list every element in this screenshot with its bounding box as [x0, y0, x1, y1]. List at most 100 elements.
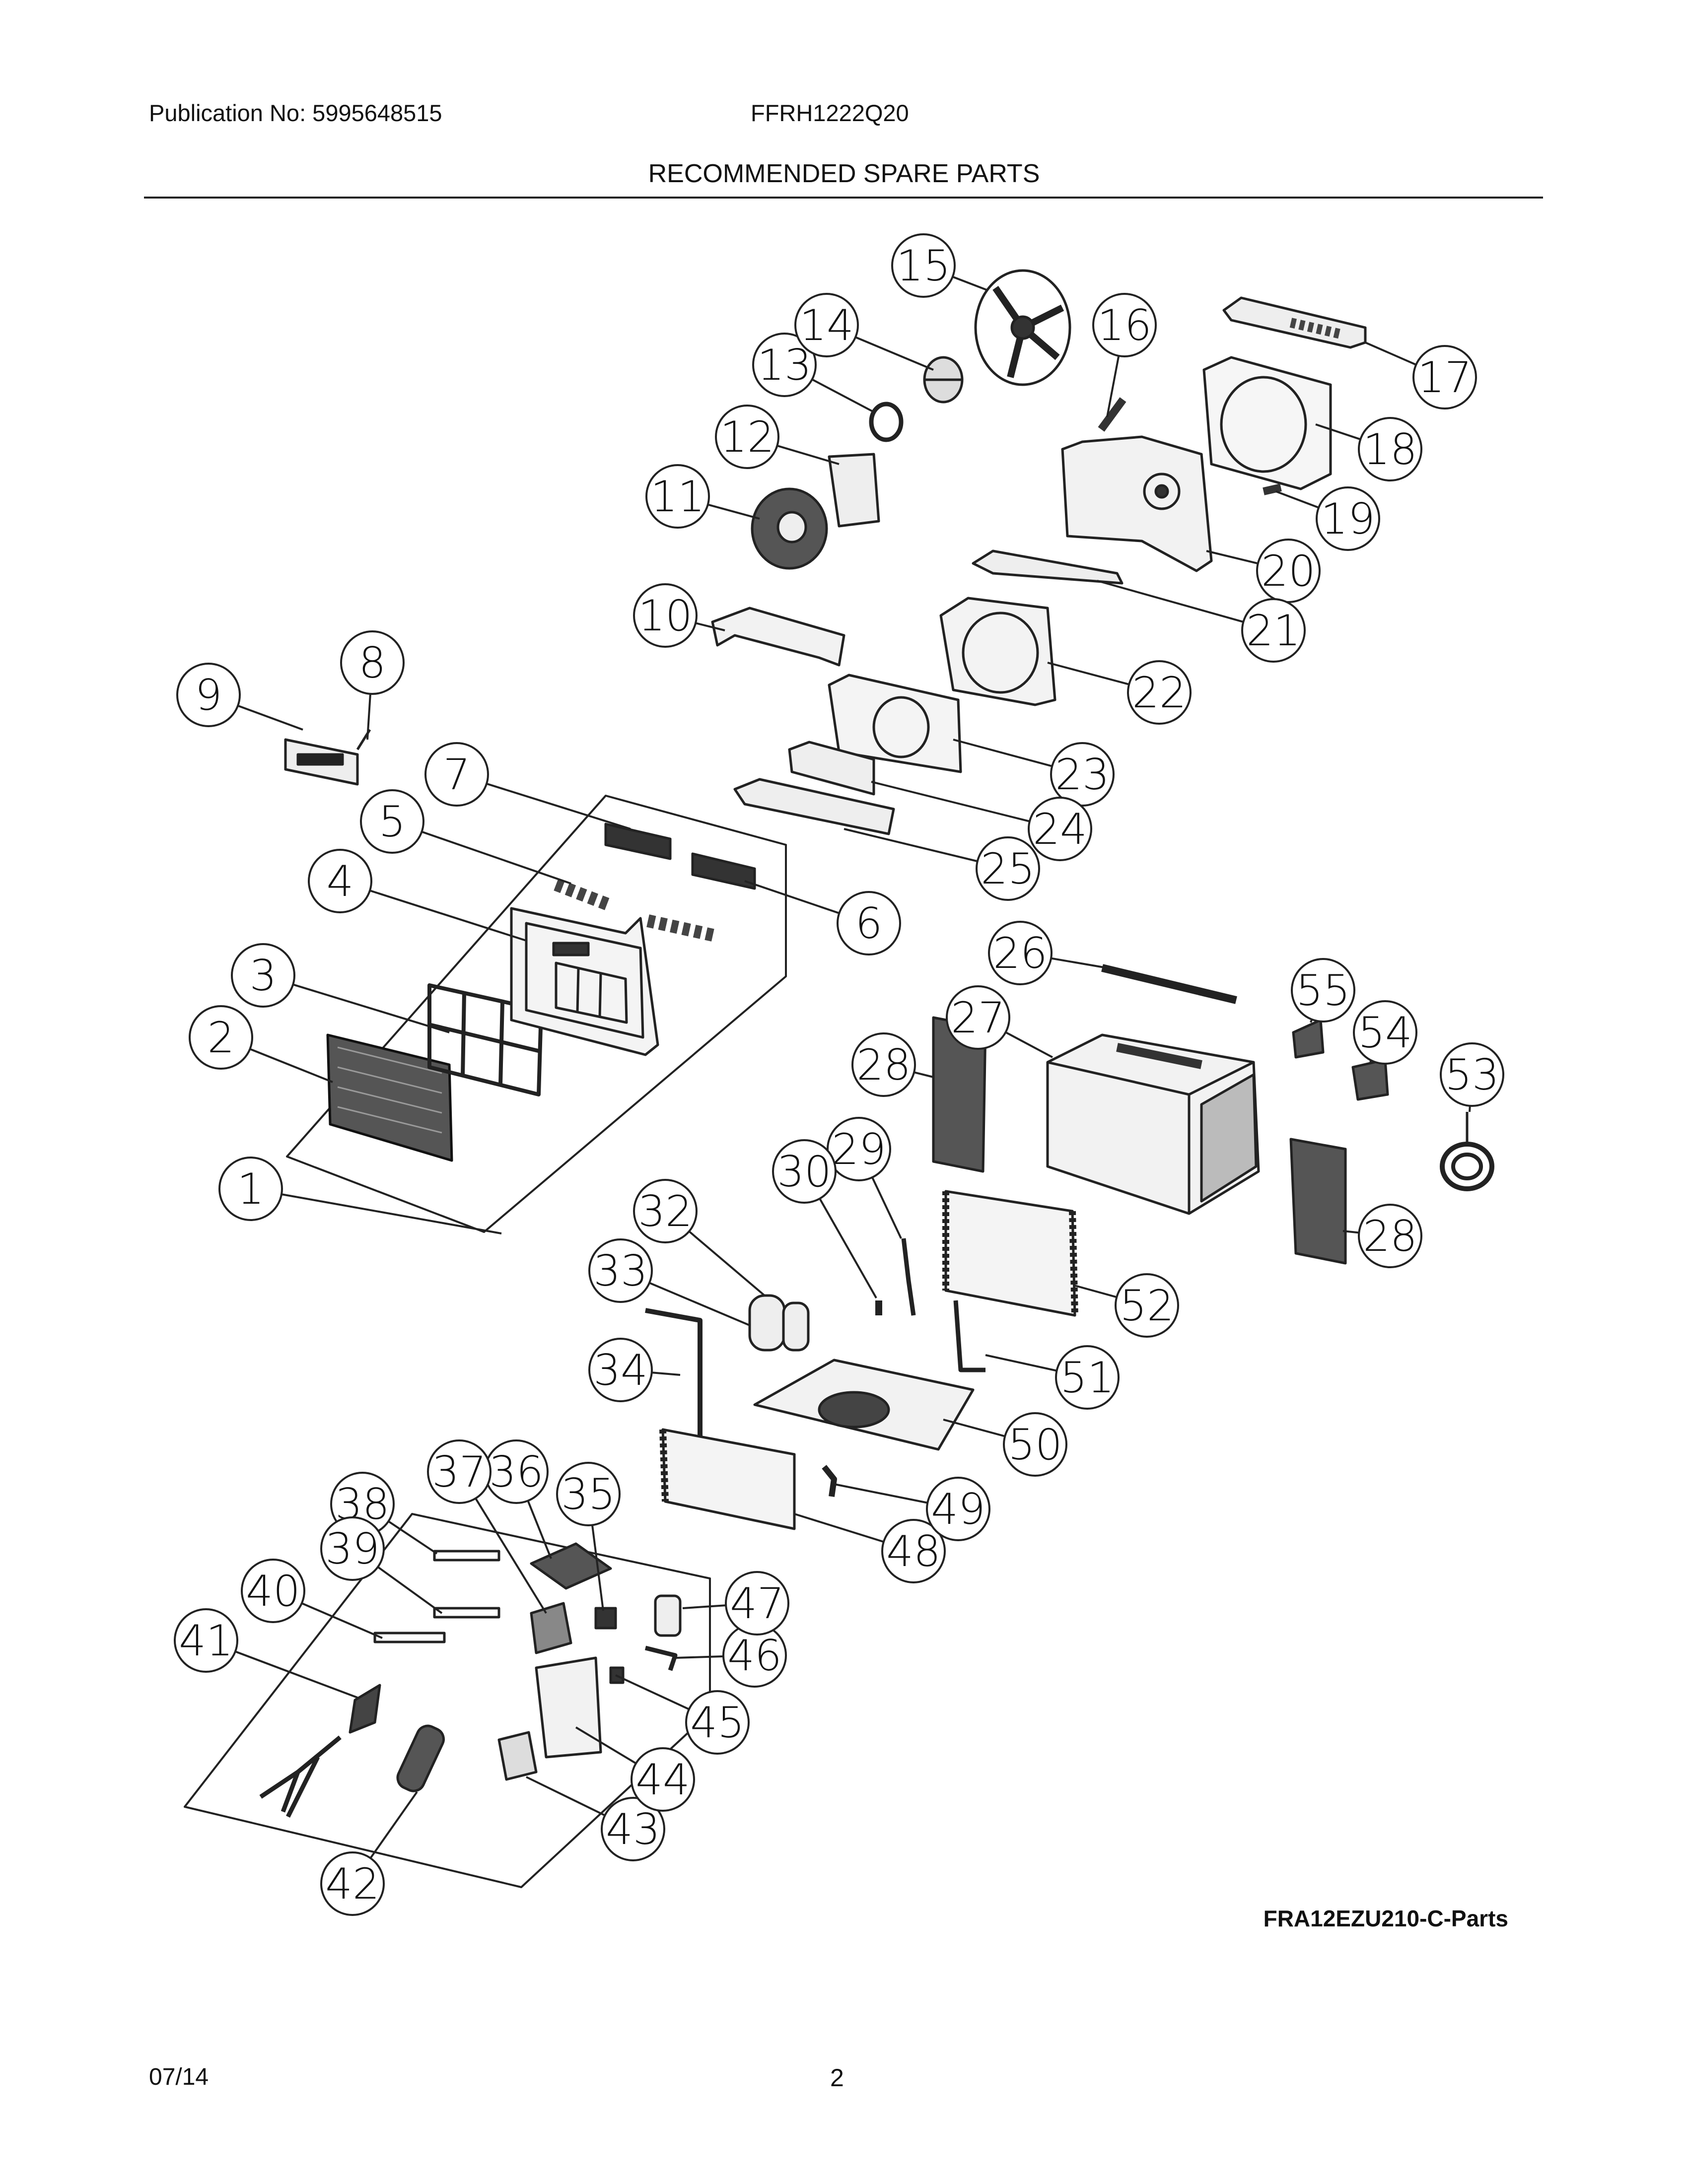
- callout-48: 48: [881, 1519, 946, 1583]
- bracket-strip-part: [1098, 397, 1126, 432]
- callout-1: 1: [218, 1157, 283, 1221]
- callout-number: 41: [179, 1616, 233, 1666]
- callout-number: 17: [1417, 353, 1472, 403]
- callout-50: 50: [1003, 1412, 1067, 1477]
- callout-45: 45: [685, 1690, 750, 1755]
- callout-34: 34: [588, 1338, 653, 1402]
- callout-20: 20: [1256, 539, 1321, 603]
- callout-number: 2: [208, 1013, 235, 1063]
- callout-37: 37: [427, 1439, 492, 1504]
- louver-part: [554, 878, 716, 942]
- callout-54: 54: [1353, 1000, 1417, 1065]
- callout-number: 45: [690, 1698, 744, 1748]
- capillary-tube-part: [953, 1300, 985, 1372]
- callout-number: 14: [799, 301, 853, 350]
- fan-shroud-part: [711, 607, 845, 667]
- callout-30: 30: [772, 1139, 837, 1204]
- callout-number: 39: [325, 1524, 379, 1574]
- wired-controller-part: [259, 1684, 381, 1818]
- callout-number: 28: [1363, 1212, 1417, 1261]
- callout-32: 32: [633, 1179, 698, 1243]
- cabinet-part: [1046, 1033, 1260, 1215]
- thermal-coil-part: [1440, 1112, 1494, 1191]
- wire-part: [433, 1607, 500, 1619]
- relay-part: [530, 1602, 572, 1654]
- callout-number: 29: [832, 1125, 886, 1174]
- callout-2: 2: [189, 1005, 253, 1070]
- callout-49: 49: [926, 1477, 990, 1541]
- callout-leader-4: [340, 880, 527, 942]
- foam-block-parts: [604, 822, 756, 890]
- model-number: FFRH1222Q20: [751, 100, 909, 126]
- terminal-part: [594, 1607, 617, 1630]
- callout-40: 40: [241, 1559, 305, 1623]
- callout-number: 5: [379, 797, 406, 847]
- callout-number: 10: [638, 591, 692, 641]
- callout-number: 7: [443, 750, 471, 800]
- callout-number: 28: [856, 1040, 911, 1090]
- callout-23: 23: [1050, 742, 1115, 807]
- back-panel-part: [1202, 356, 1332, 490]
- footer-date: 07/14: [149, 2064, 209, 2090]
- callout-51: 51: [1055, 1345, 1120, 1410]
- callout-number: 4: [327, 857, 354, 906]
- callout-55: 55: [1291, 958, 1355, 1023]
- wire-part: [373, 1632, 446, 1643]
- callout-19: 19: [1316, 486, 1380, 551]
- callout-46: 46: [722, 1623, 787, 1688]
- callout-44: 44: [631, 1747, 695, 1812]
- callout-number: 9: [195, 671, 222, 720]
- callout-number: 53: [1445, 1050, 1499, 1100]
- drain-pan-strip-part: [972, 549, 1124, 585]
- callout-8: 8: [340, 630, 405, 695]
- callout-47: 47: [725, 1571, 789, 1636]
- callout-number: 49: [931, 1485, 985, 1534]
- callout-27: 27: [946, 985, 1010, 1050]
- callout-number: 30: [777, 1147, 831, 1197]
- callout-35: 35: [556, 1462, 621, 1526]
- base-pan-part: [753, 1359, 975, 1451]
- base-frame-part: [1061, 435, 1213, 572]
- callout-leader-24: [871, 781, 1060, 830]
- fan-motor-part: [923, 356, 964, 404]
- callout-7: 7: [424, 742, 489, 807]
- evaporator-coil-part: [659, 1428, 796, 1530]
- evaporator-housing-part: [939, 597, 1056, 706]
- fan-blade-part: [974, 269, 1071, 386]
- callout-number: 6: [855, 899, 883, 949]
- callout-10: 10: [633, 583, 698, 648]
- publication-number: Publication No: 5995648515: [149, 100, 442, 126]
- clamp-ring-part: [869, 402, 904, 442]
- motor-bracket-part: [828, 453, 880, 528]
- control-bracket-part: [788, 741, 875, 796]
- control-board-part: [530, 1542, 612, 1590]
- callout-number: 40: [246, 1567, 300, 1616]
- callout-22: 22: [1127, 660, 1192, 725]
- callout-39: 39: [320, 1516, 385, 1581]
- callout-14: 14: [794, 293, 859, 357]
- callout-12: 12: [715, 405, 779, 469]
- callout-number: 19: [1321, 494, 1375, 544]
- callout-number: 54: [1358, 1008, 1412, 1058]
- callout-36: 36: [484, 1439, 549, 1504]
- drawing-id: FRA12EZU210-C-Parts: [1263, 1906, 1508, 1931]
- callout-number: 13: [757, 341, 811, 390]
- callout-number: 48: [886, 1527, 940, 1576]
- callout-number: 36: [489, 1447, 543, 1497]
- rail-part: [1101, 964, 1237, 1004]
- base-tray-part: [733, 778, 895, 835]
- blower-wheel-part: [751, 487, 828, 570]
- front-panel-part: [510, 907, 659, 1056]
- wire-harness-part: [433, 1550, 500, 1562]
- callout-number: 34: [593, 1346, 647, 1395]
- callout-4: 4: [308, 849, 372, 913]
- callout-number: 32: [638, 1187, 692, 1236]
- callout-number: 46: [727, 1631, 781, 1681]
- remote-control-part: [396, 1724, 445, 1792]
- callout-number: 51: [1060, 1353, 1114, 1403]
- bracket-part: [1351, 1058, 1389, 1101]
- control-box-part: [535, 1656, 602, 1759]
- callout-28: 28: [851, 1032, 916, 1097]
- callout-53: 53: [1440, 1042, 1504, 1107]
